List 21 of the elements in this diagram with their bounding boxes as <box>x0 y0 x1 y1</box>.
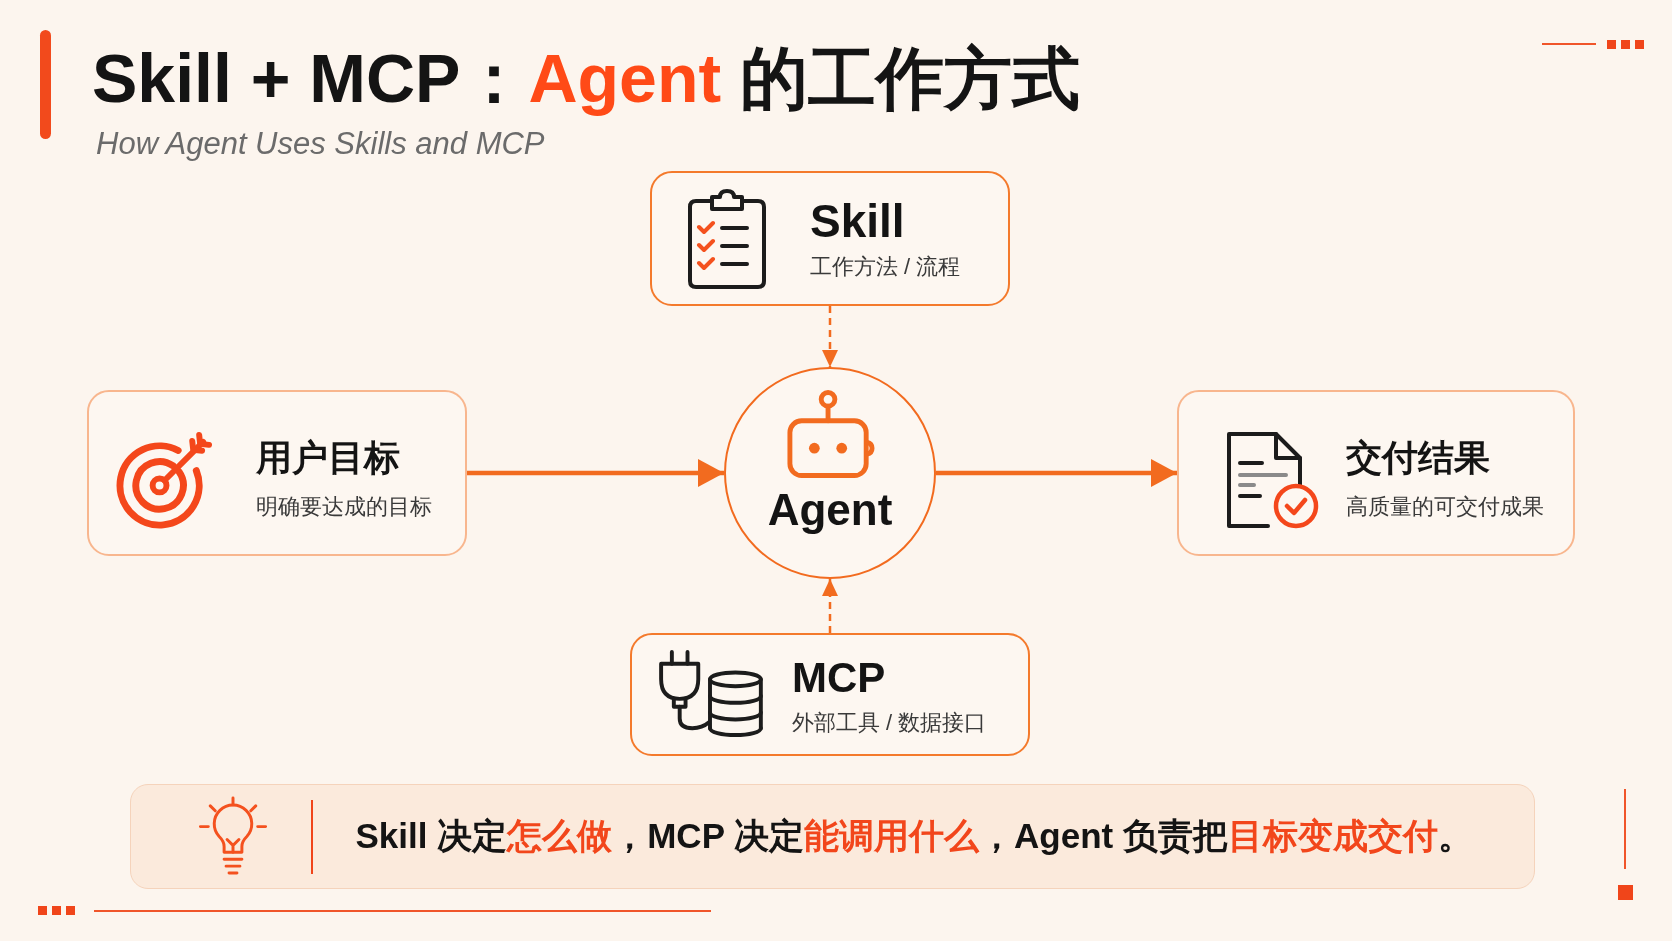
node-title: 用户目标 <box>256 436 400 480</box>
process-card <box>650 171 1010 306</box>
dashed-arrow <box>822 579 838 633</box>
arrow <box>936 459 1177 487</box>
arrow <box>467 459 724 487</box>
node-title: Agent <box>767 483 893 536</box>
dashed-arrow <box>822 306 838 367</box>
process-card <box>1177 390 1575 556</box>
node-subtitle: 外部工具 / 数据接口 <box>792 709 987 737</box>
summary-text: Skill 决定怎么做，MCP 决定能调用什么，Agent 负责把目标变成交付。 <box>355 814 1473 857</box>
summary-banner <box>130 784 1535 889</box>
node-subtitle: 工作方法 / 流程 <box>810 253 961 281</box>
page-subtitle: How Agent Uses Skills and MCP <box>96 125 545 163</box>
node-subtitle: 高质量的可交付成果 <box>1346 493 1544 521</box>
node-title: MCP <box>792 653 886 703</box>
process-card <box>87 390 467 556</box>
page-title: Skill + MCP：Agent 的工作方式 <box>92 39 1081 118</box>
process-card <box>630 633 1030 756</box>
node-title: 交付结果 <box>1346 436 1490 480</box>
node-subtitle: 明确要达成的目标 <box>256 494 432 521</box>
node-title: Skill <box>810 194 905 248</box>
